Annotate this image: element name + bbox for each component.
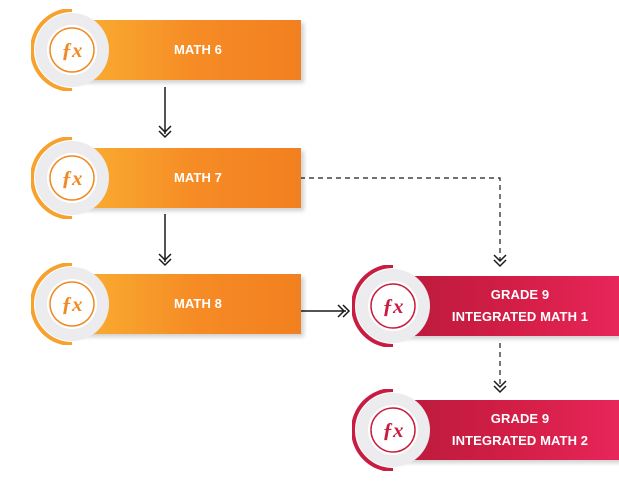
node-integrated-math-1-grade: GRADE 9	[490, 287, 550, 302]
node-integrated-math-1: GRADE 9 INTEGRATED MATH 1 ƒx	[352, 265, 619, 347]
node-integrated-math-1-title: INTEGRATED MATH 1	[451, 309, 589, 324]
node-math-6: MATH 6 ƒx	[31, 9, 301, 91]
dashed-arrow-im1-to-im2	[493, 343, 507, 394]
arrow-math6-to-math7	[158, 87, 172, 139]
function-fx-icon: ƒx	[31, 263, 109, 345]
function-fx-icon: ƒx	[352, 265, 430, 347]
node-math-8: MATH 8 ƒx	[31, 263, 301, 345]
function-fx-icon: ƒx	[31, 137, 109, 219]
svg-text:ƒx: ƒx	[383, 294, 404, 318]
svg-text:ƒx: ƒx	[62, 166, 83, 190]
dashed-arrow-math7-to-im1	[273, 177, 507, 268]
svg-text:ƒx: ƒx	[383, 418, 404, 442]
svg-text:ƒx: ƒx	[62, 38, 83, 62]
function-fx-icon: ƒx	[31, 9, 109, 91]
svg-text:ƒx: ƒx	[62, 292, 83, 316]
function-fx-icon: ƒx	[352, 389, 430, 471]
node-integrated-math-2-title: INTEGRATED MATH 2	[451, 433, 589, 448]
node-math-8-label: MATH 8	[173, 296, 223, 311]
arrow-math7-to-math8	[158, 214, 172, 267]
node-integrated-math-2: GRADE 9 INTEGRATED MATH 2 ƒx	[352, 389, 619, 471]
node-math-7-label: MATH 7	[173, 170, 223, 185]
node-integrated-math-2-grade: GRADE 9	[490, 411, 550, 426]
node-math-6-label: MATH 6	[173, 42, 223, 57]
node-math-7: MATH 7 ƒx	[31, 137, 301, 219]
